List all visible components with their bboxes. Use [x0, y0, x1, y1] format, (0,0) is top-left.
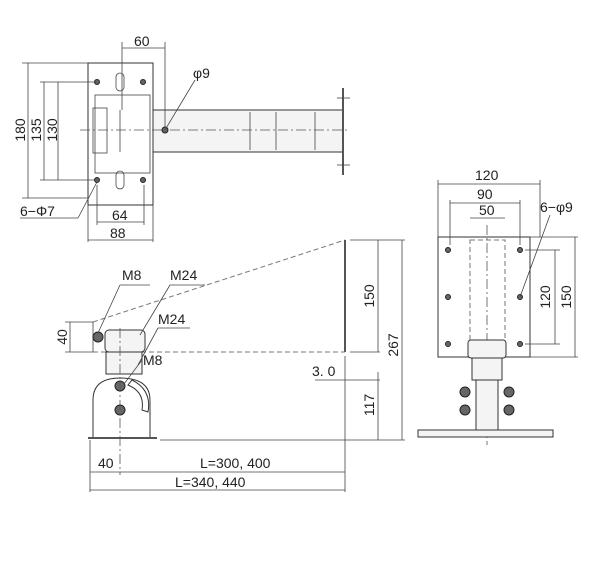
end-plate-holes: [445, 247, 523, 347]
dim-130: 130: [44, 118, 60, 142]
dim-88: 88: [110, 225, 126, 241]
dim-40-bottom: 40: [98, 455, 114, 471]
dim-thickness: 3. 0: [312, 363, 336, 379]
label-end-holes: 6−φ9: [540, 199, 573, 215]
dim-end-vert-120: 120: [537, 285, 553, 309]
end-plate: [437, 236, 531, 358]
dim-length-inner: L=300, 400: [200, 455, 271, 471]
dim-64: 64: [112, 207, 128, 223]
label-plate-holes: 6−Φ7: [20, 203, 55, 219]
label-m24-mid: M24: [158, 311, 185, 327]
label-m8-mid: M8: [143, 352, 163, 368]
dim-length-outer: L=340, 440: [175, 474, 246, 490]
label-hole-diameter: φ9: [193, 65, 210, 81]
label-m8-top: M8: [122, 267, 142, 283]
top-view: 60 φ9 180 135 130 6−Φ7 64 88: [12, 33, 350, 242]
dim-135: 135: [28, 118, 44, 142]
dim-end-50: 50: [479, 202, 495, 218]
dim-end-120: 120: [475, 167, 499, 183]
dim-267: 267: [385, 333, 401, 357]
arm-tube: [152, 109, 344, 153]
dim-150: 150: [361, 284, 377, 308]
dim-end-vert-150: 150: [558, 285, 574, 309]
dim-60: 60: [134, 33, 150, 49]
label-m24-top: M24: [170, 267, 197, 283]
dim-117: 117: [361, 394, 377, 417]
dim-40-left: 40: [54, 329, 70, 345]
end-view: 120 90 50 6−φ9 120 150: [417, 167, 578, 445]
bolt: [92, 331, 104, 343]
side-view: M8 M24 M24 M8 40 150 267 3. 0 117 40 L=3…: [54, 239, 405, 492]
dim-end-90: 90: [477, 186, 493, 202]
dim-180: 180: [12, 118, 28, 142]
